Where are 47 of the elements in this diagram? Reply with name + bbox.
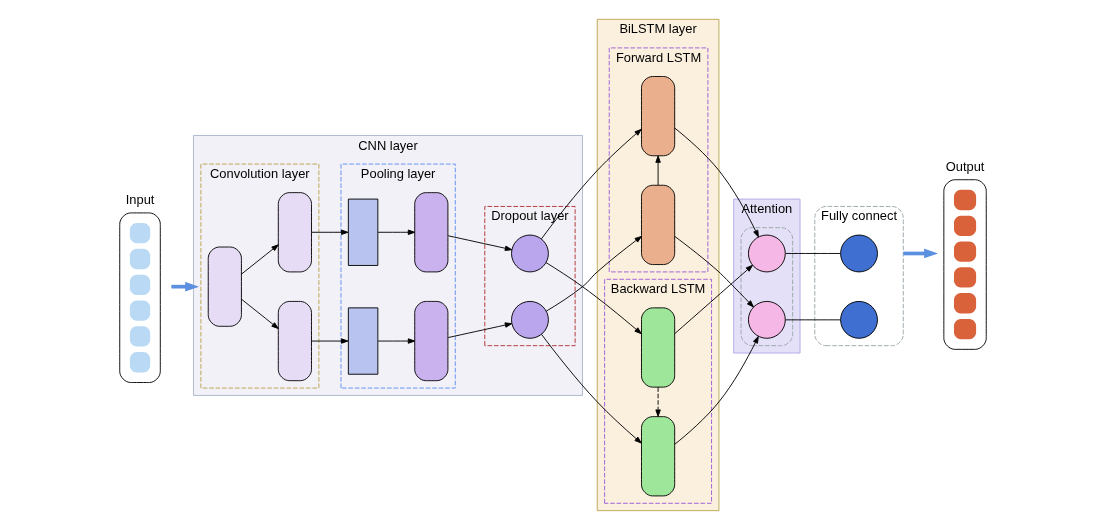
- arrow: [545, 262, 642, 335]
- node-circle: [511, 234, 549, 273]
- arrow: [541, 128, 642, 240]
- node-box: [277, 192, 312, 273]
- node-circle: [840, 234, 878, 273]
- arrow: [541, 333, 642, 444]
- node-circle: [840, 300, 878, 339]
- arrow: [311, 229, 349, 235]
- node-box: [414, 192, 449, 273]
- cluster: Fully connect: [814, 206, 904, 347]
- node-box: [943, 179, 987, 350]
- node-box: [119, 212, 161, 383]
- node-label: Input: [125, 191, 155, 207]
- node-bar: [347, 198, 379, 266]
- arrow: [447, 322, 513, 338]
- arrow: [655, 155, 661, 186]
- node-bar: [347, 307, 379, 375]
- arrow: [655, 386, 661, 417]
- arrow: [171, 281, 200, 292]
- node-box: [641, 416, 676, 497]
- arrow: [674, 336, 759, 445]
- node-label: Output: [945, 158, 985, 174]
- arrow: [311, 338, 349, 344]
- node-box: [641, 184, 676, 265]
- arrow: [674, 235, 754, 308]
- arrow: [241, 244, 279, 275]
- arrow: [377, 229, 416, 235]
- connector: [785, 319, 841, 321]
- arrow: [377, 338, 416, 344]
- arrow: [241, 298, 279, 329]
- arrow: [447, 235, 513, 251]
- cluster: Attention: [733, 198, 801, 354]
- arrow: [674, 264, 753, 335]
- cluster: Backward LSTM: [604, 278, 712, 504]
- cluster: Convolution layer: [200, 163, 320, 389]
- connector: [785, 253, 841, 254]
- node-circle: [511, 300, 549, 339]
- cluster: Dropout layer: [484, 206, 576, 347]
- arrow: [545, 235, 642, 312]
- node-box: [207, 246, 242, 327]
- node-box: [641, 307, 676, 388]
- node-box: [414, 300, 449, 382]
- arrow: [674, 127, 759, 238]
- node-box: [277, 300, 312, 382]
- cluster: Forward LSTM: [608, 47, 709, 273]
- node-box: [641, 76, 676, 157]
- arrow: [903, 248, 938, 259]
